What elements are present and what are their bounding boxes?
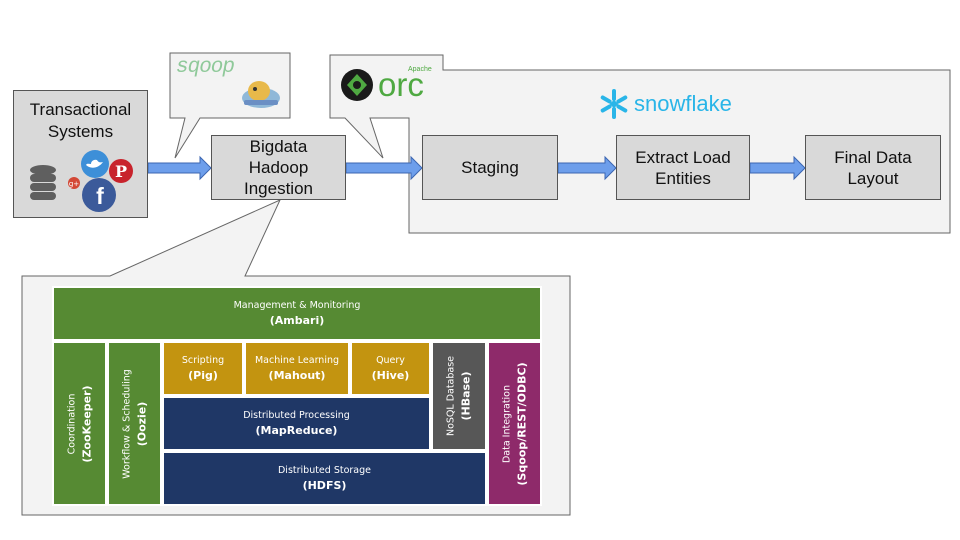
scripting-title: Scripting [181, 355, 225, 366]
sqoop-mascot-icon [242, 81, 280, 108]
google-plus-icon: g+ [68, 177, 80, 189]
scripting-name: (Pig) [188, 369, 218, 382]
coordination-title: Coordination [66, 393, 77, 454]
orc-logo: Apache orc [340, 66, 440, 106]
ml-title: Machine Learning [254, 355, 340, 366]
query-block: Query (Hive) [352, 343, 429, 394]
twitter-icon [81, 150, 109, 178]
ml-name: (Mahout) [268, 369, 326, 382]
sqoop-logo: sqoop [176, 56, 286, 112]
nosql-name: (HBase) [459, 371, 473, 421]
storage-name: (HDFS) [302, 479, 347, 492]
svg-text:f: f [96, 183, 104, 209]
transactional-line-1: Transactional [29, 100, 132, 119]
integration-block: Data Integration (Sqoop/REST/ODBC) [489, 343, 540, 504]
svg-text:P: P [115, 162, 127, 181]
orc-logo-icon [341, 69, 373, 101]
nosql-title: NoSQL Database [445, 355, 457, 437]
ingestion-line-3: Ingestion [244, 179, 313, 198]
extract-load-box: Extract Load Entities [616, 135, 750, 200]
ingestion-line-2: Hadoop [248, 158, 309, 177]
final-line-2: Layout [847, 168, 899, 188]
workflow-name: (Oozie) [135, 401, 148, 446]
sqoop-callout [169, 52, 291, 159]
snowflake-text: snowflake [634, 91, 732, 116]
transactional-systems-box: Transactional Systems g+ P f [13, 90, 148, 218]
management-title: Management & Monitoring [233, 300, 361, 311]
ingestion-line-1: Bigdata [249, 137, 308, 156]
hadoop-ingestion-box: Bigdata Hadoop Ingestion [211, 135, 346, 200]
storage-block: Distributed Storage (HDFS) [164, 453, 485, 504]
hadoop-ecosystem: Management & Monitoring (Ambari) Coordin… [52, 286, 542, 506]
management-block: Management & Monitoring (Ambari) [54, 288, 540, 339]
integration-name: (Sqoop/REST/ODBC) [515, 361, 528, 486]
extract-line-2: Entities [655, 168, 711, 188]
orc-text: orc [378, 66, 424, 103]
pinterest-icon: P [109, 159, 133, 183]
final-line-1: Final Data [834, 147, 912, 167]
query-title: Query [376, 355, 405, 366]
arrow-ingestion-to-staging [345, 155, 423, 181]
machine-learning-block: Machine Learning (Mahout) [246, 343, 348, 394]
workflow-block: Workflow & Scheduling (Oozie) [109, 343, 160, 504]
staging-box: Staging [422, 135, 558, 200]
source-icons: g+ P f [30, 150, 133, 212]
processing-name: (MapReduce) [255, 424, 338, 437]
transactional-line-2: Systems [47, 122, 114, 141]
database-icon [30, 165, 56, 200]
workflow-title: Workflow & Scheduling [121, 368, 132, 479]
svg-text:g+: g+ [69, 180, 79, 188]
arrow-extract-to-final [749, 155, 806, 181]
facebook-icon: f [82, 178, 116, 212]
snowflake-logo: snowflake [598, 88, 758, 120]
extract-line-1: Extract Load [635, 147, 731, 167]
arrow-staging-to-extract [557, 155, 617, 181]
processing-title: Distributed Processing [243, 410, 350, 421]
coordination-block: Coordination (ZooKeeper) [54, 343, 105, 504]
nosql-block: NoSQL Database (HBase) [433, 343, 485, 449]
integration-title: Data Integration [501, 384, 512, 463]
arrow-source-to-ingestion [147, 155, 212, 181]
management-name: (Ambari) [269, 314, 325, 327]
storage-title: Distributed Storage [277, 465, 371, 476]
processing-block: Distributed Processing (MapReduce) [164, 398, 429, 449]
staging-label: Staging [461, 158, 519, 177]
query-name: (Hive) [371, 369, 410, 382]
sqoop-logo-text: sqoop [176, 56, 235, 79]
orc-apache-text: Apache [408, 66, 432, 73]
final-data-box: Final Data Layout [805, 135, 941, 200]
scripting-block: Scripting (Pig) [164, 343, 242, 394]
snowflake-icon [600, 89, 628, 119]
coordination-name: (ZooKeeper) [80, 384, 93, 463]
